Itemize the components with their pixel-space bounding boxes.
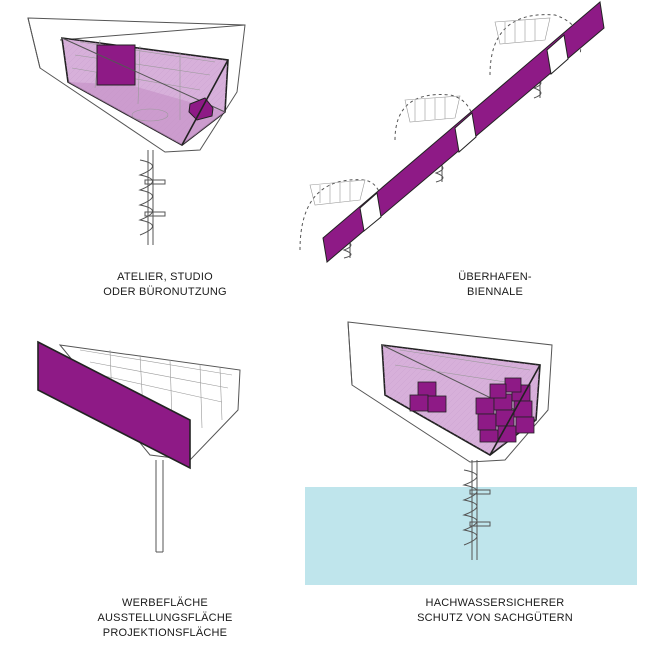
caption-billboard-line-3: PROJEKTIONSFLÄCHE [102, 627, 228, 639]
atelier-module-drawing [27, 17, 246, 245]
flood-water [305, 487, 637, 585]
caption-billboard-line-1: WERBEFLÄCHE [122, 597, 208, 609]
flood-spiral-stair [462, 460, 491, 560]
caption-billboard-line-2: AUSSTELLUNGSFLÄCHE [97, 612, 233, 624]
stored-goods-boxes [409, 377, 535, 443]
atelier-spiral-stair [138, 150, 166, 245]
caption-atelier: ATELIER, STUDIO ODER BÜRONUTZUNG [0, 270, 330, 300]
caption-billboard: WERBEFLÄCHE AUSSTELLUNGSFLÄCHE PROJEKTIO… [0, 596, 330, 641]
caption-atelier-line-2: ODER BÜRONUTZUNG [103, 286, 227, 298]
caption-flood-line-1: HACHWASSERSICHERER [425, 597, 565, 609]
billboard-pole [155, 460, 164, 553]
caption-flood: HACHWASSERSICHERER SCHUTZ VON SACHGÜTERN [330, 596, 660, 626]
caption-biennale: ÜBERHAFEN- BIENNALE [330, 270, 660, 300]
flood-module-drawing [305, 321, 637, 585]
atelier-wall-panel [96, 44, 136, 86]
biennale-module-drawing [299, 1, 605, 263]
billboard-module-drawing [37, 340, 241, 553]
billboard-face [37, 340, 191, 470]
caption-atelier-line-1: ATELIER, STUDIO [117, 271, 213, 283]
caption-flood-line-2: SCHUTZ VON SACHGÜTERN [417, 612, 573, 624]
caption-biennale-line-1: ÜBERHAFEN- [458, 271, 532, 283]
caption-biennale-line-2: BIENNALE [466, 286, 523, 298]
